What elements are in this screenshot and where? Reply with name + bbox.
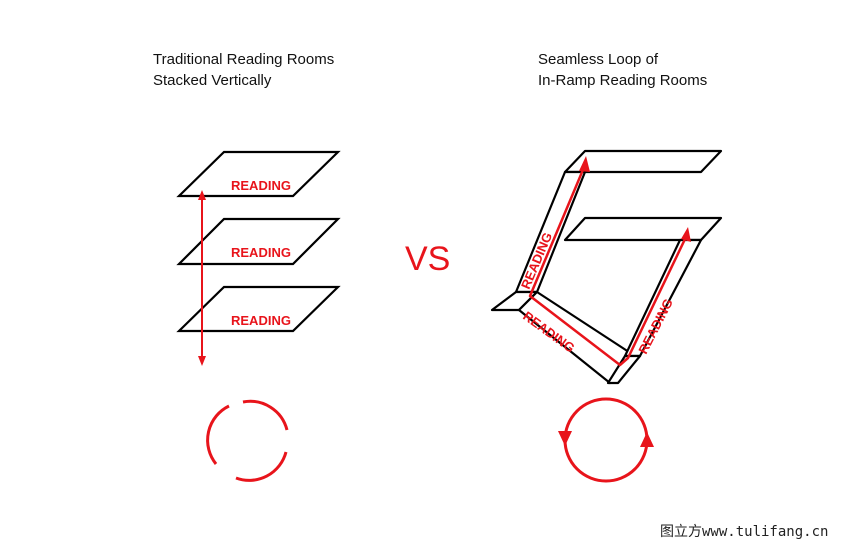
right-title-line1: Seamless Loop of	[538, 51, 659, 68]
vertical-arrow-head-down	[198, 356, 206, 366]
floor-label-bottom: READING	[231, 313, 291, 328]
watermark-text: 图立方www.tulifang.cn	[660, 524, 828, 540]
floor-bottom	[176, 285, 341, 333]
right-heading: Seamless Loop of In-Ramp Reading Rooms	[538, 49, 707, 91]
floor-top	[176, 150, 341, 198]
ramp-arrow-head-top	[579, 156, 590, 172]
loop-circle-icon	[558, 397, 654, 483]
broken-circle-icon	[206, 399, 289, 482]
vertical-arrow-head-up	[198, 190, 206, 200]
ramp-arrow-head-right	[681, 227, 691, 242]
left-heading: Traditional Reading Rooms Stacked Vertic…	[153, 49, 334, 91]
ramp-circulation-path	[528, 164, 688, 367]
left-title-line2: Stacked Vertically	[153, 72, 272, 89]
right-title-line2: In-Ramp Reading Rooms	[538, 72, 708, 89]
floor-label-middle: READING	[231, 245, 291, 260]
ramp-top-slab	[563, 149, 723, 174]
stacked-floors: READING READING READING	[176, 150, 341, 482]
ramp-bottom-corner	[606, 354, 642, 385]
floor-label-top: READING	[231, 178, 291, 193]
ramp-upper-right-slab	[563, 216, 723, 242]
floor-middle	[176, 217, 341, 266]
versus-label: VS	[405, 240, 450, 278]
left-title-line1: Traditional Reading Rooms	[153, 51, 335, 68]
